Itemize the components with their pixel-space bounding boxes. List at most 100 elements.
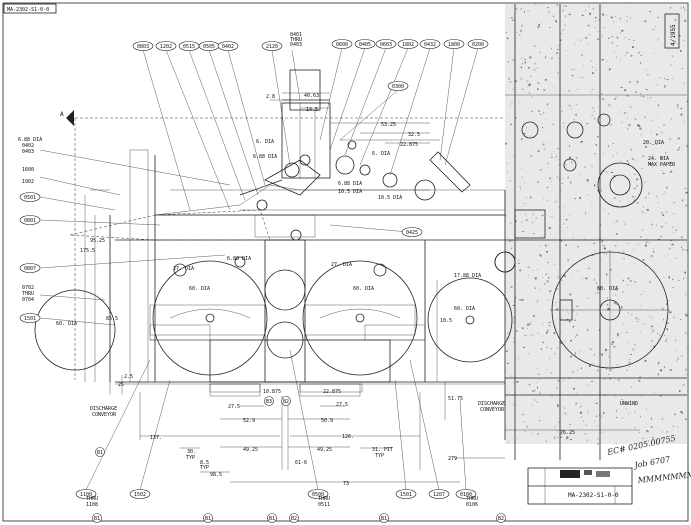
reference-marker-label: B2: [283, 399, 289, 405]
part-tag-label: 0505: [203, 44, 215, 50]
drawing-label: 49.25: [243, 447, 258, 453]
section-mark-label: A: [60, 111, 64, 118]
reference-marker: B2: [496, 513, 506, 523]
drawing-label: 6.88 DIA: [227, 256, 251, 262]
part-tag-label: 0600: [336, 42, 348, 48]
drawing-label: 50.9: [321, 418, 333, 424]
rolls: [34, 251, 516, 376]
drawing-label: 95.25: [90, 238, 105, 244]
drawing-label: 1902: [22, 179, 34, 185]
drawing-label: 76.25: [560, 430, 575, 436]
drawing-label: 27. DIA: [173, 266, 194, 272]
drawing-label: 51.75: [448, 396, 463, 402]
drawing-label: 24. DIA: [648, 156, 669, 162]
drawing-label: 0106: [466, 502, 478, 508]
drawing-label: TYP: [375, 453, 384, 459]
title-block: [527, 467, 633, 505]
right-unwind-section: [494, 4, 689, 460]
reference-marker-label: B1: [381, 516, 387, 522]
part-tag-label: 0603: [380, 42, 392, 48]
part-tag: 1207: [428, 489, 450, 499]
drawing-label: 17.88 DIA: [454, 273, 481, 279]
reference-marker-label: B1: [269, 516, 275, 522]
drawing-label: 98.5: [210, 472, 222, 478]
part-tag: 0807: [19, 263, 41, 273]
drawing-label: 60. DIA: [597, 286, 618, 292]
part-tag: 2120: [261, 41, 283, 51]
drawing-label: 126.: [342, 434, 354, 440]
reference-marker: B1: [92, 513, 102, 523]
drawing-label: 6. DIA: [256, 139, 274, 145]
drawing-label: 27. DIA: [331, 262, 352, 268]
part-tag: 0432: [419, 39, 441, 49]
drawing-number-top: MA-2302-S1-0-0: [7, 7, 49, 13]
drawing-label: 10.875: [263, 389, 281, 395]
part-tag: 0603: [375, 39, 397, 49]
part-tag-label: 1501: [400, 492, 412, 498]
reference-marker: B3: [264, 396, 274, 406]
part-tag: 0803: [132, 41, 154, 51]
part-tag: 0501: [19, 192, 41, 202]
drawing-label: 60. DIA: [353, 286, 374, 292]
part-tag: 0100: [455, 489, 477, 499]
drawing-label: TYP: [200, 465, 209, 471]
discharge-conveyors: [149, 324, 426, 393]
part-tag-label: 0402: [222, 44, 234, 50]
part-tag-label: 0432: [424, 42, 436, 48]
reference-marker: B1: [203, 513, 213, 523]
drawing-label: THRU: [22, 291, 34, 297]
drawing-label: 0402: [22, 143, 34, 149]
part-tag: 0425: [401, 227, 423, 237]
drawing-label: MAX PAPER: [648, 162, 676, 168]
drawing-label: 22.875: [323, 389, 341, 395]
part-tag-label: 0405: [359, 42, 371, 48]
part-tag-label: 0300: [392, 84, 404, 90]
section-mark-a: A: [60, 110, 74, 126]
part-tag-label: 0515: [183, 44, 195, 50]
drawing-number-box: [3, 3, 57, 14]
part-tag-label: 1802: [402, 42, 414, 48]
machine-frame: [69, 117, 506, 440]
drawing-label: 10.5 DIA: [378, 195, 402, 201]
part-tag: 0405: [354, 39, 376, 49]
reference-marker: B2: [289, 513, 299, 523]
drawing-label: 60. DIA: [454, 306, 475, 312]
drawing-label: 73: [343, 481, 349, 487]
drawing-label: 6.88 DIA: [18, 137, 42, 143]
drawing-label: 175.5: [80, 248, 95, 254]
drawing-label: 22.875: [400, 142, 418, 148]
drawing-label: 60. DIA: [56, 321, 77, 327]
drawing-label: 52.9: [243, 418, 255, 424]
part-tag-label: 0500: [312, 492, 324, 498]
drawing-label: 8.5: [200, 460, 209, 466]
top-cutter-assembly: [239, 69, 471, 241]
part-tag-label: 0501: [24, 195, 36, 201]
part-tag-label: 0801: [24, 218, 36, 224]
drawing-label: 279: [448, 456, 457, 462]
part-tag: 0515: [178, 41, 200, 51]
stamp-text: 4/1955: [670, 24, 677, 46]
part-tag: 1502: [129, 489, 151, 499]
reference-marker-label: B3: [266, 399, 272, 405]
part-tag-label: 0200: [472, 42, 484, 48]
drawing-label: 60. DIA: [189, 286, 210, 292]
part-tag-label: 0803: [137, 44, 149, 50]
drawing-label: DISCHARGE: [90, 406, 117, 412]
part-tag-label: 1100: [80, 492, 92, 498]
drawing-label: UNWIND: [620, 401, 638, 407]
stamp: 4/1955: [664, 13, 680, 49]
part-tag-label: 1502: [134, 492, 146, 498]
drawing-label: 14.5: [306, 107, 318, 113]
drawing-label: 85.5: [106, 316, 118, 322]
drawing-label: 1600: [22, 167, 34, 173]
drawing-label: 0702: [22, 285, 34, 291]
part-tag-label: 1800: [448, 42, 460, 48]
part-tag: 1202: [155, 41, 177, 51]
drawing-label: 10.5: [440, 318, 452, 324]
reference-marker: B2: [281, 396, 291, 406]
drawing-label: 20. DIA: [643, 140, 664, 146]
reference-marker: B1: [267, 513, 277, 523]
drawing-label: 2.8: [266, 94, 275, 100]
